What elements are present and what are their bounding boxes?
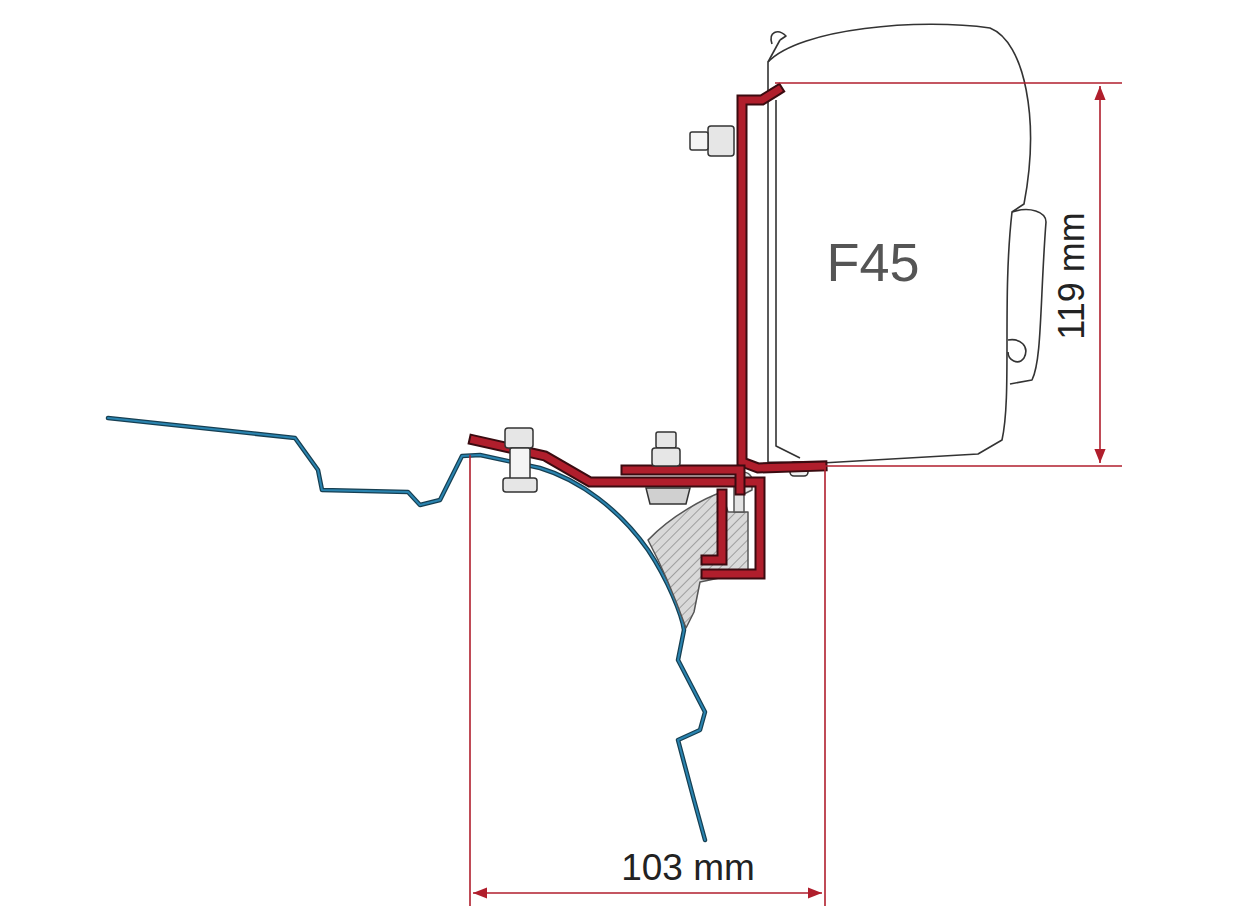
dimension-label: 103 mm (621, 849, 755, 886)
model-name: F45 (826, 235, 919, 289)
bolts (503, 126, 734, 504)
dimension-label: 119 mm (1054, 212, 1090, 339)
awning-housing (768, 24, 1046, 476)
adapter-bracket (474, 90, 822, 574)
dimension-lines (470, 83, 1122, 906)
